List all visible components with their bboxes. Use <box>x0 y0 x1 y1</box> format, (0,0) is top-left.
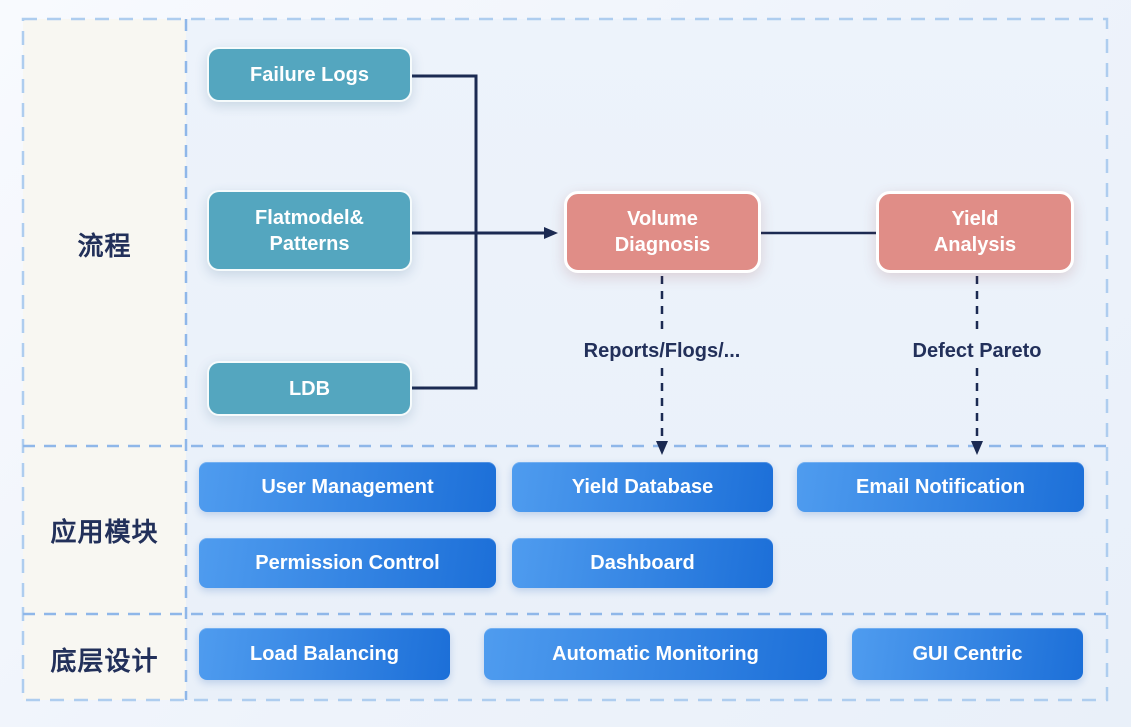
foundation-gui-centric: GUI Centric <box>852 628 1083 680</box>
foundation-automatic-monitoring-label: Automatic Monitoring <box>552 643 759 665</box>
annotation-reports-flogs: Reports/Flogs/... <box>583 340 741 362</box>
foundation-gui-centric-label: GUI Centric <box>912 643 1023 665</box>
node-flatmodel-patterns-label: Flatmodel& Patterns <box>255 206 364 255</box>
row-label-process: 流程 <box>77 231 132 261</box>
node-failure-logs-label: Failure Logs <box>250 63 369 86</box>
node-volume-diagnosis: Volume Diagnosis <box>564 191 761 273</box>
module-permission-control: Permission Control <box>199 538 496 588</box>
row-label-column <box>23 19 186 700</box>
node-failure-logs: Failure Logs <box>207 47 412 102</box>
node-yield-analysis: Yield Analysis <box>876 191 1074 273</box>
row-label-modules: 应用模块 <box>50 517 159 547</box>
annotation-defect-pareto: Defect Pareto <box>912 340 1042 362</box>
row-label-foundation: 底层设计 <box>50 646 159 676</box>
module-dashboard-label: Dashboard <box>590 552 695 574</box>
node-ldb: LDB <box>207 361 412 416</box>
module-yield-database-label: Yield Database <box>571 476 714 498</box>
foundation-automatic-monitoring: Automatic Monitoring <box>484 628 827 680</box>
node-ldb-label: LDB <box>288 377 331 400</box>
node-yield-analysis-label: Yield Analysis <box>933 208 1017 256</box>
foundation-load-balancing: Load Balancing <box>199 628 450 680</box>
module-user-management: User Management <box>199 462 496 512</box>
module-dashboard: Dashboard <box>512 538 773 588</box>
node-volume-diagnosis-label: Volume Diagnosis <box>614 208 711 256</box>
module-user-management-label: User Management <box>261 476 434 498</box>
module-permission-control-label: Permission Control <box>255 552 440 574</box>
module-email-notification-label: Email Notification <box>856 476 1025 498</box>
module-yield-database: Yield Database <box>512 462 773 512</box>
node-flatmodel-patterns: Flatmodel& Patterns <box>207 190 412 271</box>
foundation-load-balancing-label: Load Balancing <box>250 643 399 665</box>
module-email-notification: Email Notification <box>797 462 1084 512</box>
